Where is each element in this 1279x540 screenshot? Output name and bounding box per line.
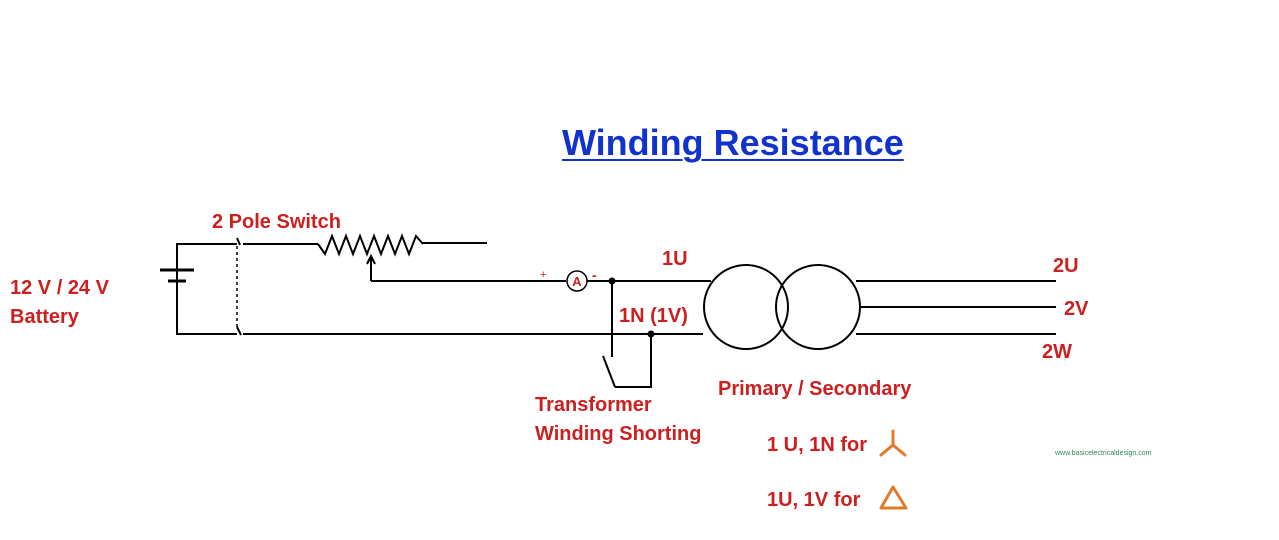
terminal-1u-label: 1U bbox=[662, 248, 688, 270]
switch-blade-top bbox=[236, 237, 241, 246]
junction-dot-1n bbox=[647, 330, 655, 338]
terminal-1n-label: 1N (1V) bbox=[619, 305, 688, 327]
shorting-wire-right bbox=[615, 334, 652, 388]
primary-winding-circle bbox=[703, 264, 789, 350]
terminal-2u-label: 2U bbox=[1053, 255, 1079, 277]
ammeter-label: A bbox=[572, 274, 582, 289]
watermark: www.basicelectricaldesign.com bbox=[1055, 450, 1152, 457]
delta-connection-icon bbox=[879, 485, 908, 510]
battery-voltage-label: 12 V / 24 V bbox=[10, 277, 109, 299]
ammeter-minus-sign: - bbox=[592, 267, 597, 283]
circuit-wiring bbox=[160, 233, 1056, 388]
junction-dot-1u bbox=[608, 277, 616, 285]
shorting-label-line2: Winding Shorting bbox=[535, 423, 702, 445]
battery-loop-wire bbox=[176, 243, 237, 335]
star-connection-note: 1 U, 1N for bbox=[767, 434, 868, 456]
terminal-2w-label: 2W bbox=[1042, 341, 1072, 363]
shorting-switch-blade bbox=[602, 355, 616, 388]
resistor-zigzag bbox=[317, 233, 424, 257]
terminal-2v-label: 2V bbox=[1064, 298, 1089, 320]
ammeter-icon: A bbox=[566, 270, 588, 292]
diagram-title: Winding Resistance bbox=[562, 122, 904, 163]
rheostat-arrow bbox=[366, 253, 376, 265]
shorting-label-line1: Transformer bbox=[535, 394, 652, 416]
primary-secondary-label: Primary / Secondary bbox=[718, 378, 912, 400]
ammeter-plus-sign: + bbox=[540, 269, 547, 281]
delta-connection-note: 1U, 1V for bbox=[767, 489, 861, 511]
battery-label: Battery bbox=[10, 306, 79, 328]
switch-blade-bottom bbox=[236, 326, 242, 336]
star-connection-icon bbox=[879, 429, 907, 457]
ammeter-circle bbox=[566, 270, 588, 292]
switch-label: 2 Pole Switch bbox=[212, 211, 341, 233]
